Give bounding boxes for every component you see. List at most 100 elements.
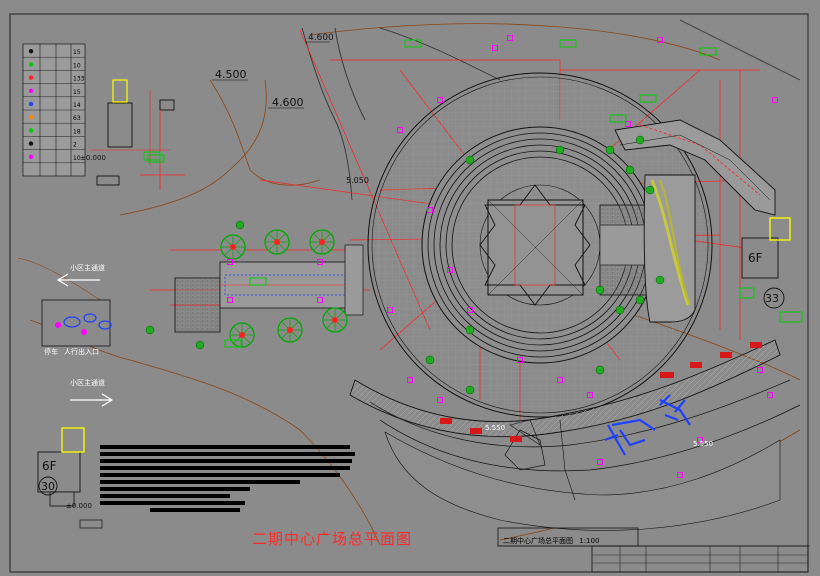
ramp-stairs-top-right	[614, 119, 776, 216]
note-text-line	[100, 452, 355, 456]
tree-icon	[277, 317, 303, 343]
legend-count: 10	[73, 62, 81, 69]
parking-label: 停车	[44, 347, 58, 356]
green-marker-icon	[224, 339, 242, 348]
magenta-marker-icon	[437, 97, 443, 103]
green-marker-icon	[699, 47, 717, 56]
magenta-marker-icon	[657, 37, 663, 43]
magenta-marker-icon	[467, 307, 473, 313]
magenta-marker-icon	[677, 472, 683, 478]
note-text-line	[100, 466, 350, 470]
magenta-marker-icon	[597, 459, 603, 465]
tree-icon	[229, 322, 255, 348]
datum-label-bottom: ±0.000	[66, 502, 92, 510]
building-label-6f-left: 6F	[42, 459, 57, 473]
magenta-marker-icon	[387, 307, 393, 313]
shrub-icon	[195, 340, 205, 350]
parking-area	[41, 299, 112, 347]
elevation-label-3: 4.600	[272, 96, 304, 109]
tree-icon	[220, 234, 246, 260]
green-marker-icon	[559, 39, 577, 48]
shrub-icon	[235, 220, 245, 230]
green-marker-icon	[147, 154, 165, 163]
magenta-marker-icon	[557, 377, 563, 383]
lower-curved-walkway	[349, 339, 801, 472]
pavement-block	[599, 204, 651, 296]
building-6f-30	[37, 427, 103, 529]
magenta-marker-icon	[625, 121, 631, 127]
elevation-label-4: 5.050	[346, 176, 369, 185]
green-marker-icon	[609, 114, 627, 123]
central-pavilion	[479, 184, 591, 306]
road-label-top: 小区主通道	[70, 263, 105, 272]
magenta-marker-icon	[397, 127, 403, 133]
drawing-title: 二期中心广场总平面图	[252, 530, 413, 548]
magenta-marker-icon	[227, 259, 233, 265]
red-curb-segments	[440, 342, 762, 442]
shrub-icon	[615, 305, 625, 315]
legend-count: 14	[73, 102, 81, 109]
legend-count: 15	[73, 89, 81, 96]
note-text-line	[100, 445, 350, 449]
magenta-marker-icon	[757, 367, 763, 373]
magenta-marker-icon	[772, 97, 778, 103]
legend-count: 63	[73, 115, 81, 122]
title-block	[497, 527, 810, 573]
shrub-icon	[635, 295, 645, 305]
elevation-label-6: 5.550	[693, 440, 713, 448]
note-text-line	[100, 501, 245, 505]
play-equipment	[604, 394, 691, 456]
shrub-icon	[425, 355, 435, 365]
shrub-icon	[555, 145, 565, 155]
magenta-marker-icon	[697, 437, 703, 443]
building-number-30: 30	[41, 480, 55, 493]
elevation-label-1: 4.600	[308, 33, 334, 43]
shrub-icon	[605, 145, 615, 155]
magenta-marker-icon	[227, 297, 233, 303]
note-text-line	[100, 473, 340, 477]
magenta-marker-icon	[507, 35, 513, 41]
magenta-marker-icon	[317, 297, 323, 303]
shrub-icon	[595, 365, 605, 375]
tree-icon	[309, 229, 335, 255]
note-text-line	[100, 494, 230, 498]
building-label-6f-right: 6F	[748, 251, 763, 265]
titleblock-title: 二期中心广场总平面图 1:100	[503, 536, 599, 546]
datum-label-top: ±0.000	[80, 154, 106, 162]
green-marker-icon	[404, 39, 422, 48]
shrub-icon	[465, 385, 475, 395]
legend-count: 18	[73, 128, 81, 135]
note-text-line	[100, 480, 300, 484]
magenta-marker-icon	[517, 357, 523, 363]
entrance-label: 人行出入口	[64, 347, 99, 356]
note-text-line	[100, 459, 352, 463]
elevation-label-5: 5.550	[485, 424, 505, 432]
shrub-icon	[625, 165, 635, 175]
magenta-marker-icon	[427, 207, 433, 213]
magenta-marker-icon	[317, 259, 323, 265]
shrub-icon	[595, 285, 605, 295]
road-arrows	[56, 273, 114, 407]
legend-count: 133	[73, 76, 85, 83]
building-6f-33	[739, 217, 803, 323]
shrub-icon	[655, 275, 665, 285]
green-marker-icon	[639, 94, 657, 103]
magenta-marker-icon	[492, 45, 498, 51]
road-label-bottom: 小区主通道	[70, 378, 105, 387]
magenta-markers	[227, 35, 778, 478]
drawing-frame	[9, 13, 809, 573]
shrub-icon	[635, 135, 645, 145]
lawn-area	[384, 419, 781, 531]
titleblock-name: 二期中心广场总平面图	[503, 537, 573, 545]
magenta-marker-icon	[587, 392, 593, 398]
elevation-label-2: 4.500	[215, 68, 247, 81]
note-text-line	[100, 487, 250, 491]
shrub-icon	[465, 155, 475, 165]
legend-count: 10	[73, 155, 81, 162]
building-number-33: 33	[765, 292, 779, 305]
notes-block	[100, 445, 355, 512]
magenta-marker-icon	[767, 392, 773, 398]
pergola-walkway	[174, 244, 364, 333]
